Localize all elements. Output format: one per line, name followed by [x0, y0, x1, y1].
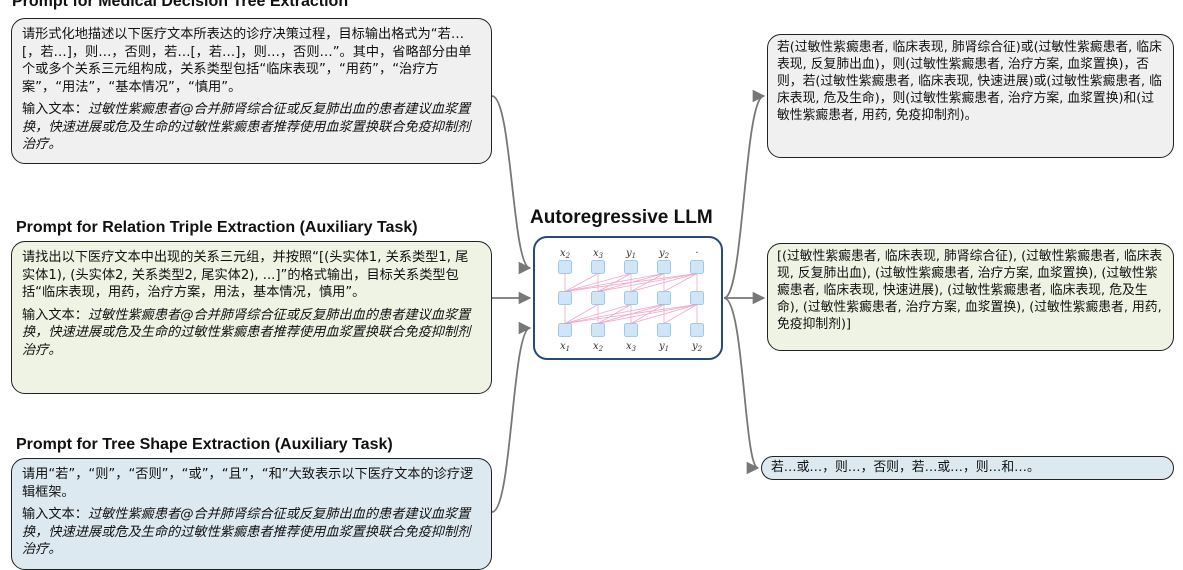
- attention-line: [630, 273, 698, 292]
- shape-output-text: 若…或…，则…，否则，若…或…，则…和…。: [771, 460, 1040, 475]
- attention-line: [564, 273, 698, 292]
- attention-line: [564, 273, 632, 292]
- attention-line: [564, 304, 698, 324]
- medical-prompt-heading: Prompt for Medical Decision Tree Extract…: [12, 0, 349, 10]
- token-node: [624, 323, 638, 337]
- token-node: [657, 291, 671, 305]
- token-node: [591, 260, 605, 274]
- attention-line: [564, 273, 665, 292]
- medical-output-box: 若(过敏性紫癜患者, 临床表现, 肺肾综合征)或(过敏性紫癜患者, 临床表现, …: [767, 34, 1174, 158]
- medical-prompt-box: 请形式化地描述以下医疗文本所表达的诊疗决策过程，目标输出格式为“若…[，若…]，…: [11, 18, 492, 164]
- token-node: [690, 323, 704, 337]
- attention-line: [564, 304, 665, 324]
- input-text: 过敏性紫癜患者@合并肺肾综合征或反复肺出血的患者建议血浆置换，快速进展或危及生命…: [22, 507, 471, 557]
- input-label: 输入文本：: [22, 307, 88, 323]
- arrow-llm-to-shape: [723, 297, 760, 475]
- triple-prompt-heading: Prompt for Relation Triple Extraction (A…: [16, 219, 418, 236]
- arrow-medical-to-llm: [491, 95, 532, 275]
- arrow-shape-to-llm: [491, 321, 532, 513]
- output-token-label: y1: [625, 248, 636, 260]
- attention-lines: [564, 273, 698, 324]
- token-node: [657, 260, 671, 274]
- triple-output-box: [(过敏性紫癜患者, 临床表现, 肺肾综合征), (过敏性紫癜患者, 临床表现,…: [767, 243, 1174, 351]
- token-node: [558, 291, 572, 305]
- triple-prompt-box: 请找出以下医疗文本中出现的关系三元组，并按照“[(头实体1, 关系类型1, 尾实…: [11, 241, 492, 394]
- input-text: 过敏性紫癜患者@合并肺肾综合征或反复肺出血的患者建议血浆置换，快速进展或危及生命…: [22, 102, 471, 152]
- token-node: [690, 291, 704, 305]
- attention-line: [564, 304, 632, 324]
- triple-prompt-input: 输入文本：过敏性紫癜患者@合并肺肾综合征或反复肺出血的患者建议血浆置换，快速进展…: [22, 307, 481, 360]
- output-token-label: ·: [695, 248, 698, 259]
- token-node: [624, 291, 638, 305]
- input-token-label: y2: [691, 341, 703, 353]
- attention-line: [564, 304, 599, 324]
- attention-line: [597, 273, 698, 292]
- input-token-label: x3: [626, 341, 637, 353]
- input-token-label: y1: [658, 341, 669, 353]
- triple-prompt-instruction: 请找出以下医疗文本中出现的关系三元组，并按照“[(头实体1, 关系类型1, 尾实…: [22, 250, 469, 300]
- shape-prompt-box: 请用“若”，“则”，“否则”，“或”，“且”，“和”大致表示以下医疗文本的诊疗逻…: [11, 458, 492, 570]
- token-node: [657, 323, 671, 337]
- input-token-label: x2: [593, 341, 604, 353]
- attention-line: [630, 304, 698, 324]
- triple-output-text: [(过敏性紫癜患者, 临床表现, 肺肾综合征), (过敏性紫癜患者, 临床表现,…: [777, 249, 1163, 332]
- token-nodes: [558, 260, 704, 337]
- medical-prompt-instruction: 请形式化地描述以下医疗文本所表达的诊疗决策过程，目标输出格式为“若…[，若…]，…: [22, 27, 472, 95]
- attention-line: [597, 304, 698, 324]
- input-label: 输入文本：: [22, 507, 88, 522]
- output-token-label: x3: [593, 248, 604, 260]
- token-labels: x2 x3 y1 y2 · x1 x2 x3 y1 y2: [560, 248, 703, 353]
- output-token-label: y2: [658, 248, 670, 260]
- token-node: [591, 291, 605, 305]
- shape-prompt-input: 输入文本：过敏性紫癜患者@合并肺肾综合征或反复肺出血的患者建议血浆置换，快速进展…: [22, 506, 481, 559]
- token-node: [558, 260, 572, 274]
- token-node: [558, 323, 572, 337]
- token-node: [690, 260, 704, 274]
- attention-line: [663, 304, 698, 324]
- token-node: [624, 260, 638, 274]
- shape-prompt-instruction: 请用“若”，“则”，“否则”，“或”，“且”，“和”大致表示以下医疗文本的诊疗逻…: [22, 467, 474, 500]
- token-node: [591, 323, 605, 337]
- input-token-label: x1: [560, 341, 570, 353]
- medical-prompt-input: 输入文本：过敏性紫癜患者@合并肺肾综合征或反复肺出血的患者建议血浆置换，快速进展…: [22, 101, 481, 154]
- arrow-llm-to-medical: [723, 89, 766, 299]
- input-text: 过敏性紫癜患者@合并肺肾综合征或反复肺出血的患者建议血浆置换，快速进展或危及生命…: [22, 307, 471, 358]
- shape-prompt-heading: Prompt for Tree Shape Extraction (Auxili…: [16, 436, 393, 453]
- medical-output-text: 若(过敏性紫癜患者, 临床表现, 肺肾综合征)或(过敏性紫癜患者, 临床表现, …: [777, 40, 1162, 123]
- attention-line: [564, 273, 599, 292]
- output-token-label: x2: [560, 248, 571, 260]
- flow-arrows: [491, 89, 766, 513]
- input-label: 输入文本：: [22, 102, 88, 117]
- attention-line: [663, 273, 698, 292]
- llm-title: Autoregressive LLM: [530, 207, 713, 228]
- shape-output-box: 若…或…，则…，否则，若…或…，则…和…。: [761, 456, 1174, 480]
